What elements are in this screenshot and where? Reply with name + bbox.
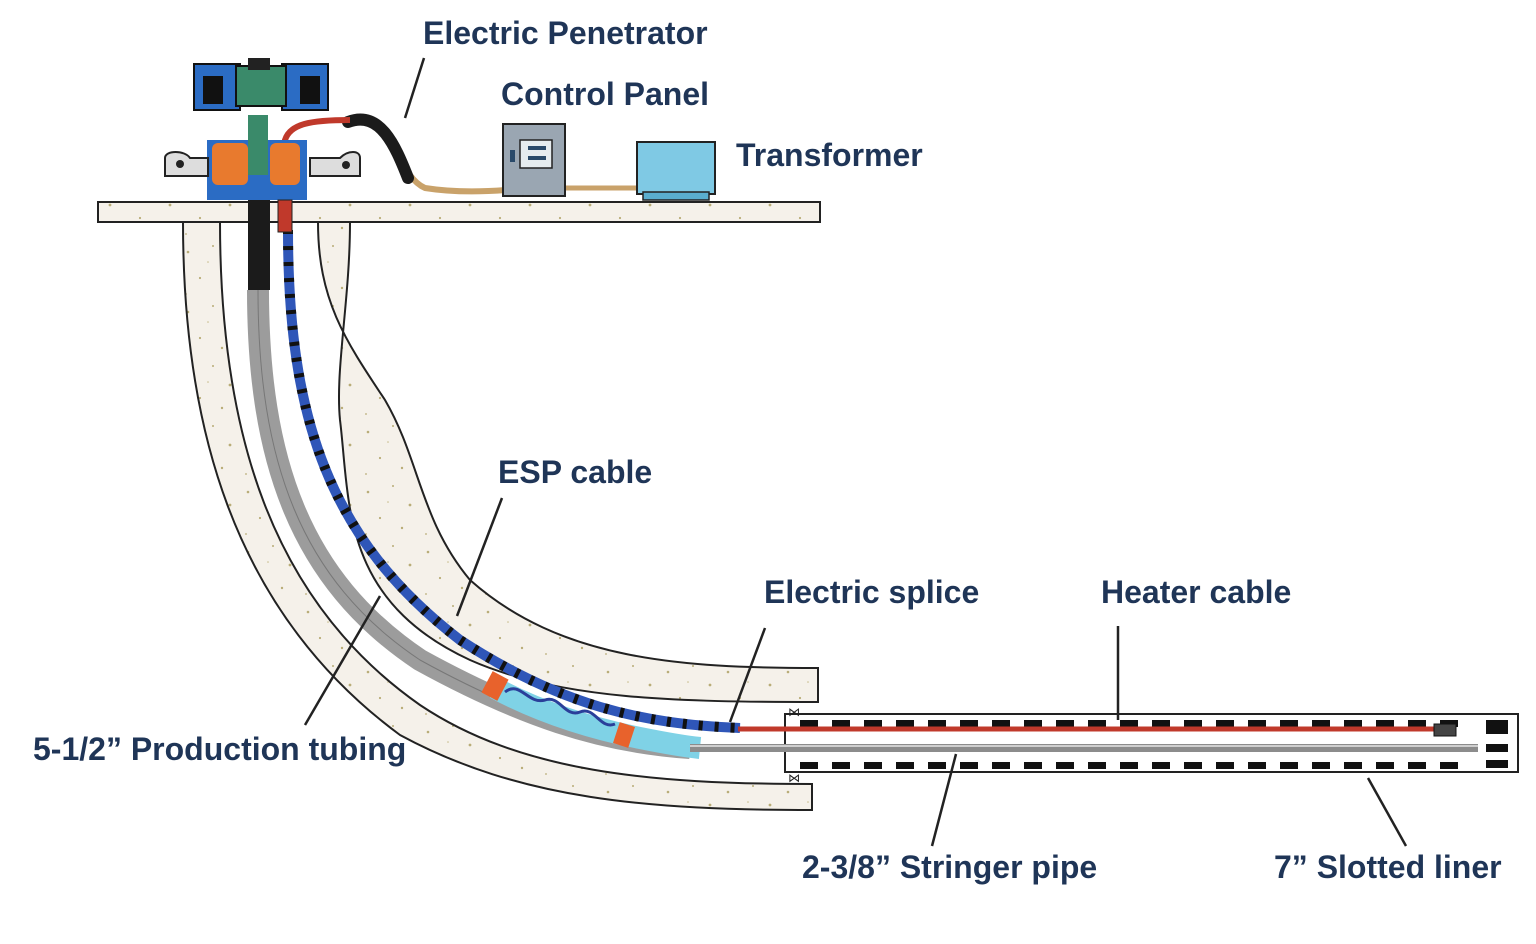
- label-electric-splice: Electric splice: [764, 574, 980, 610]
- pump-joint-upper: [481, 671, 509, 701]
- liner-slot: [1248, 762, 1266, 769]
- wellhead-center-column: [248, 115, 268, 175]
- label-transformer: Transformer: [736, 137, 923, 173]
- wellhead-valve-core: [235, 65, 287, 107]
- liner-slot: [1088, 720, 1106, 727]
- wellhead-bolt-left: [176, 160, 184, 168]
- label-esp-cable: ESP cable: [498, 454, 653, 490]
- liner-mark-bottom: ⋈: [788, 771, 800, 785]
- esp-cable-line: [283, 229, 741, 733]
- liner-slot: [1120, 720, 1138, 727]
- wellhead-handle-left: [203, 76, 223, 104]
- penetrator-black-cable: [342, 113, 414, 184]
- liner-slot: [1184, 762, 1202, 769]
- liner-slot: [896, 762, 914, 769]
- leader-electric-splice: [728, 627, 767, 723]
- liner-slot: [1408, 762, 1426, 769]
- liner-slot: [1280, 762, 1298, 769]
- liner-end-block-2: [1486, 744, 1508, 752]
- liner-slot: [1056, 762, 1074, 769]
- liner-mark-top: ⋈: [788, 705, 800, 719]
- wellhead-bolt-right: [342, 161, 350, 169]
- wellhead-cap: [248, 58, 270, 70]
- liner-slot: [1344, 762, 1362, 769]
- wellhead-penetrator-fitting: [277, 199, 293, 233]
- liner-slot: [1216, 762, 1234, 769]
- label-stringer-pipe: 2-3/8” Stringer pipe: [802, 849, 1098, 885]
- leader-stringer-pipe: [930, 753, 958, 847]
- liner-slot: [1024, 720, 1042, 727]
- liner-slot: [864, 720, 882, 727]
- wellhead-orange-left: [212, 143, 248, 185]
- liner-slot: [960, 762, 978, 769]
- liner-slot: [1376, 720, 1394, 727]
- liner-slot: [1056, 720, 1074, 727]
- control-panel-bar-2: [528, 156, 546, 160]
- liner-slot: [928, 720, 946, 727]
- surface-platform: [97, 201, 821, 223]
- label-control-panel: Control Panel: [501, 76, 710, 112]
- heater-cable-end: [1433, 723, 1457, 737]
- liner-slot: [1248, 720, 1266, 727]
- liner-slot: [992, 720, 1010, 727]
- transformer-box: [636, 141, 716, 195]
- liner-slot: [1376, 762, 1394, 769]
- liner-slot: [800, 720, 818, 727]
- liner-slot: [896, 720, 914, 727]
- cement-inner-band: [316, 221, 819, 704]
- liner-end-block-3: [1486, 760, 1508, 768]
- leader-electric-penetrator: [403, 57, 426, 119]
- label-production-tubing: 5-1/2” Production tubing: [33, 731, 407, 767]
- liner-end-block-1: [1486, 720, 1508, 734]
- liner-slot: [1152, 762, 1170, 769]
- wellhead-flange-left: [164, 151, 209, 177]
- liner-slot: [832, 762, 850, 769]
- wellhead-handle-right: [300, 76, 320, 104]
- leader-production-tubing: [303, 595, 382, 726]
- control-panel-unit: [502, 123, 566, 197]
- liner-slot: [1152, 720, 1170, 727]
- liner-slot: [1408, 720, 1426, 727]
- control-panel-bar-1: [528, 146, 546, 150]
- wellhead-flange-right: [309, 151, 361, 177]
- label-electric-penetrator: Electric Penetrator: [423, 15, 708, 51]
- transformer-unit: [636, 141, 716, 201]
- control-panel-handle: [510, 150, 515, 162]
- liner-slot: [864, 762, 882, 769]
- liner-slot: [1344, 720, 1362, 727]
- liner-slot: [1312, 720, 1330, 727]
- leader-esp-cable: [455, 497, 504, 617]
- wellhead-assembly: [164, 58, 361, 233]
- pump-wave: [504, 687, 616, 727]
- liner-slot: [1440, 762, 1458, 769]
- liner-slot: [960, 720, 978, 727]
- pump-joint-lower: [612, 722, 636, 748]
- penetrator-red-cable: [282, 117, 351, 232]
- liner-slot: [1280, 720, 1298, 727]
- wellhead-orange-right: [270, 143, 300, 185]
- label-slotted-liner: 7” Slotted liner: [1274, 849, 1502, 885]
- liner-slot: [1024, 762, 1042, 769]
- liner-slot: [832, 720, 850, 727]
- wellhead-tubing-section: [248, 172, 270, 290]
- transformer-base: [642, 191, 710, 201]
- liner-slot: [1184, 720, 1202, 727]
- label-heater-cable: Heater cable: [1101, 574, 1292, 610]
- liner-slot: [1120, 762, 1138, 769]
- liner-slot: [928, 762, 946, 769]
- liner-slot: [1312, 762, 1330, 769]
- control-panel-screen: [519, 139, 553, 169]
- liner-slot: [800, 762, 818, 769]
- liner-slot: [992, 762, 1010, 769]
- liner-slot: [1216, 720, 1234, 727]
- liner-slot: [1088, 762, 1106, 769]
- leader-slotted-liner: [1366, 777, 1408, 847]
